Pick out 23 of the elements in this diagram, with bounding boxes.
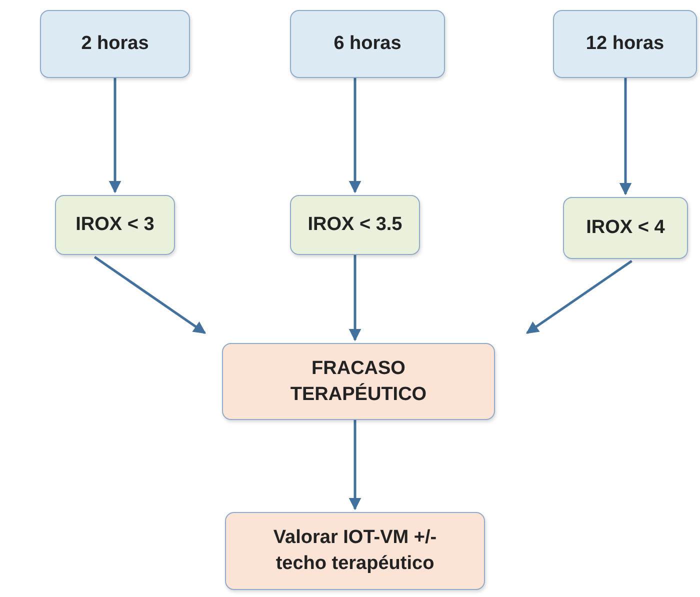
process-box: [225, 512, 485, 590]
process-box: [55, 195, 175, 255]
process-box: [290, 10, 445, 78]
box-label: IROX < 4: [586, 216, 665, 240]
process-box: [553, 10, 697, 78]
arrow: [108, 78, 122, 194]
box-label: 12 horas: [586, 32, 664, 56]
box-label: 2 horas: [81, 32, 149, 56]
box-label: IROX < 3: [76, 213, 154, 238]
arrow: [619, 78, 632, 196]
process-box: [40, 10, 190, 78]
process-box: [290, 195, 420, 255]
arrow: [348, 78, 362, 194]
arrow: [526, 260, 632, 334]
arrow: [348, 255, 362, 342]
box-label: Valorar IOT-VM +/- techo terapéutico: [272, 526, 438, 576]
box-label: 6 horas: [334, 32, 402, 56]
process-box: [563, 197, 688, 259]
process-box: [222, 343, 495, 420]
arrow: [94, 256, 206, 334]
box-label: IROX < 3.5: [308, 213, 402, 238]
box-label: FRACASO TERAPÉUTICO: [289, 356, 428, 406]
arrow: [348, 420, 362, 510]
